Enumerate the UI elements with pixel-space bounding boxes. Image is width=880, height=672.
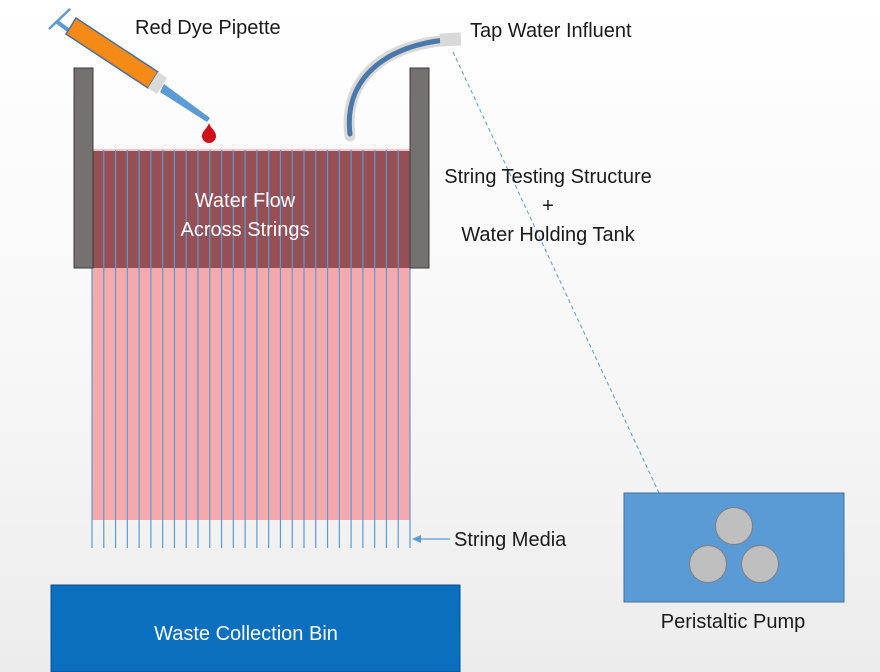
pump-label: Peristaltic Pump	[660, 611, 806, 633]
pump-roller-left	[689, 545, 727, 583]
dye-drop	[202, 123, 216, 143]
pump-roller-top	[715, 507, 753, 545]
waste-bin	[50, 584, 461, 672]
pump-roller-right	[741, 545, 779, 583]
waste-bin-label: Waste Collection Bin	[154, 623, 338, 645]
pipette	[48, 8, 210, 122]
structure-label-line1: String Testing Structure	[444, 166, 652, 188]
influent-tube	[343, 32, 462, 142]
water-flow-line1: Water Flow	[194, 190, 296, 212]
tank-right-wall	[409, 67, 430, 269]
tank-left-wall	[73, 67, 94, 269]
water-flow-line2: Across Strings	[180, 219, 310, 241]
string-media-arrowhead	[412, 535, 421, 543]
string-media	[91, 150, 411, 548]
structure-label-line2: +	[542, 195, 554, 217]
water-flow-label: Water Flow Across Strings	[155, 189, 335, 247]
pipette-label: Red Dye Pipette	[135, 17, 281, 39]
tank-water	[92, 150, 410, 268]
structure-label-line3: Water Holding Tank	[461, 224, 635, 246]
string-media-area	[92, 268, 410, 520]
pump-connection-line	[452, 51, 660, 494]
influent-label: Tap Water Influent	[470, 20, 632, 42]
string-media-label: String Media	[454, 529, 567, 551]
structure-label: String Testing Structure + Water Holding…	[428, 165, 668, 252]
